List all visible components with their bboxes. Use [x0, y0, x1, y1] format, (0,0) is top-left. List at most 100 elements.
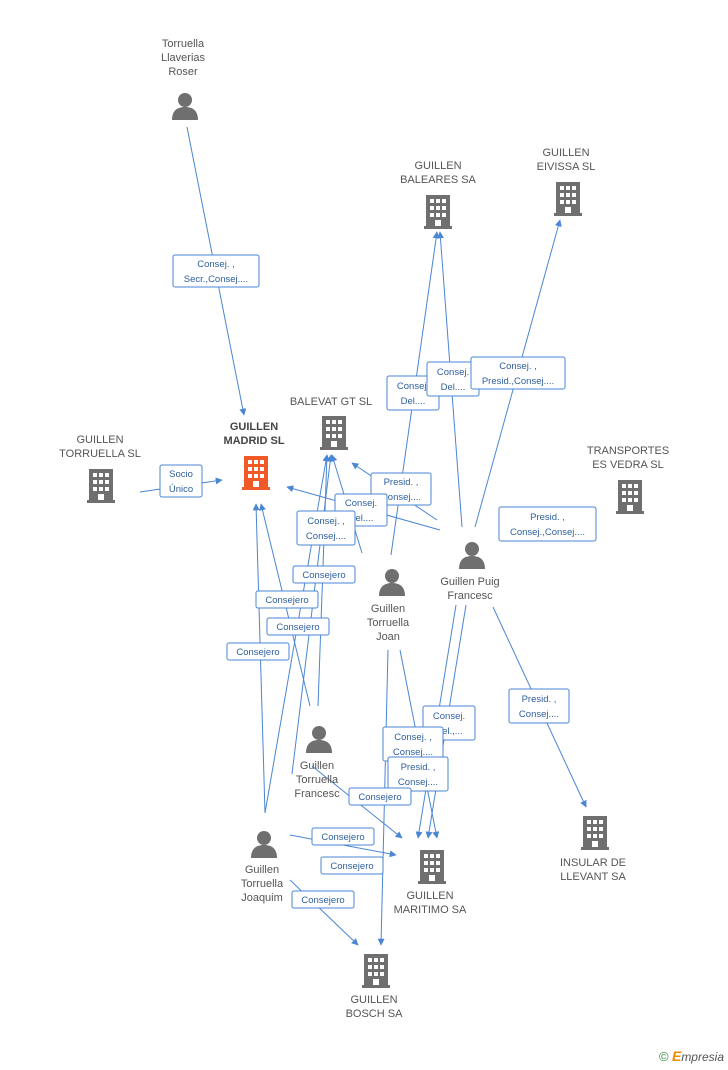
- node-label: BOSCH SA: [346, 1008, 404, 1020]
- relation-label-box: [255, 590, 319, 609]
- relation-label-11[interactable]: Consejero: [266, 617, 330, 636]
- node-label: MADRID SL: [223, 435, 284, 447]
- building-icon: [362, 954, 390, 988]
- node-label: Torruella: [367, 617, 410, 629]
- relation-label-text: Presid.,Consej....: [482, 376, 554, 387]
- relation-label-12[interactable]: Consejero: [226, 642, 290, 661]
- relation-label-7[interactable]: Consej. ,Consej....: [296, 510, 356, 546]
- relation-label-box: [291, 890, 355, 909]
- relation-label-box: [498, 506, 597, 542]
- relation-label-text: Consej.,Consej....: [510, 527, 585, 538]
- edge-20: [289, 879, 359, 946]
- node-guillen-madrid[interactable]: GUILLEN MADRID SL: [223, 421, 285, 490]
- node-label: INSULAR DE: [560, 857, 626, 869]
- relation-label-text: Único: [169, 484, 193, 495]
- relation-label-text: Consej....: [393, 747, 433, 758]
- node-guillen-baleares[interactable]: GUILLEN BALEARES SA: [400, 160, 477, 229]
- building-icon: [424, 195, 452, 229]
- node-label: BALEVAT GT SL: [290, 396, 372, 408]
- node-label: GUILLEN: [230, 421, 278, 433]
- relation-label-10[interactable]: Consejero: [255, 590, 319, 609]
- relation-label-text: Consejero: [276, 622, 319, 633]
- relation-label-text: Consejero: [302, 570, 345, 581]
- building-icon: [87, 469, 115, 503]
- relation-label-13[interactable]: Presid. ,Consej....: [508, 688, 570, 724]
- relation-label-box: [266, 617, 330, 636]
- relation-label-text: Presid. ,: [384, 477, 419, 488]
- relation-label-text: Socio: [169, 469, 193, 480]
- relation-label-text: Consej. ,: [394, 732, 432, 743]
- node-transportes-vedra[interactable]: TRANSPORTES ES VEDRA SL: [587, 445, 669, 514]
- relation-label-text: Consej. ,: [307, 516, 345, 527]
- relation-label-text: Consej. ,: [197, 259, 235, 270]
- building-icon: [554, 182, 582, 216]
- relation-label-18[interactable]: Consejero: [311, 827, 375, 846]
- relation-label-text: Consej.: [345, 498, 377, 509]
- relation-label-text: Consej....: [398, 777, 438, 788]
- relation-label-box: [387, 756, 449, 792]
- relation-label-16[interactable]: Presid. , Consej....: [387, 756, 449, 792]
- node-label: Francesc: [447, 590, 493, 602]
- relation-label-0[interactable]: Consej. ,Secr.,Consej....: [172, 254, 260, 288]
- node-label: EIVISSA SL: [537, 161, 596, 173]
- relation-label-box: [311, 827, 375, 846]
- person-icon: [306, 726, 332, 753]
- node-label: Roser: [168, 66, 198, 78]
- relation-label-text: Consej.: [397, 381, 429, 392]
- relation-label-text: Presid. ,: [530, 512, 565, 523]
- relation-label-3[interactable]: Consej.Del....: [426, 361, 480, 397]
- node-balevat[interactable]: BALEVAT GT SL: [290, 396, 372, 450]
- relation-label-text: Del....: [401, 396, 426, 407]
- node-label: TRANSPORTES: [587, 445, 669, 457]
- relation-label-15[interactable]: Consej. , Consej....: [382, 726, 444, 762]
- building-icon: [320, 416, 348, 450]
- relation-label-text: Presid. ,: [522, 694, 557, 705]
- node-label: MARITIMO SA: [394, 904, 467, 916]
- node-label: Llaverias: [161, 52, 206, 64]
- relation-label-text: Consejero: [321, 832, 364, 843]
- relation-label-text: Consej.: [433, 711, 465, 722]
- brand-footer: © Empresia: [659, 1048, 724, 1064]
- relation-label-box: [159, 464, 203, 498]
- node-label: Torruella: [296, 774, 339, 786]
- relation-label-4[interactable]: Consej. ,Presid.,Consej....: [470, 356, 566, 390]
- node-label: Joaquim: [241, 892, 283, 904]
- relation-label-text: Del....: [349, 513, 374, 524]
- relation-label-box: [348, 787, 412, 806]
- node-label: Guillen: [371, 603, 405, 615]
- person-icon: [379, 569, 405, 596]
- relation-label-box: [508, 688, 570, 724]
- relation-label-box: [320, 856, 384, 875]
- relation-label-9[interactable]: Consejero: [292, 565, 356, 584]
- brand-logo-text: mpresia: [681, 1050, 724, 1064]
- relation-label-text: Consejero: [265, 595, 308, 606]
- node-label: GUILLEN: [414, 160, 461, 172]
- relation-label-text: Consej....: [381, 492, 421, 503]
- copyright-icon: ©: [659, 1049, 669, 1064]
- relation-label-text: Consejero: [330, 861, 373, 872]
- relation-label-text: Presid. ,: [401, 762, 436, 773]
- building-icon: [418, 850, 446, 884]
- relation-label-20[interactable]: Consejero: [291, 890, 355, 909]
- node-label: Guillen Puig: [440, 576, 499, 588]
- node-label: ES VEDRA SL: [592, 459, 664, 471]
- node-label: TORRUELLA SL: [59, 448, 141, 460]
- relation-label-17[interactable]: Consejero: [348, 787, 412, 806]
- node-label: BALEARES SA: [400, 174, 476, 186]
- relation-label-8[interactable]: Presid. , Consej.,Consej....: [498, 506, 597, 542]
- node-label: Guillen: [245, 864, 279, 876]
- building-icon: [242, 456, 270, 490]
- relation-label-19[interactable]: Consejero: [320, 856, 384, 875]
